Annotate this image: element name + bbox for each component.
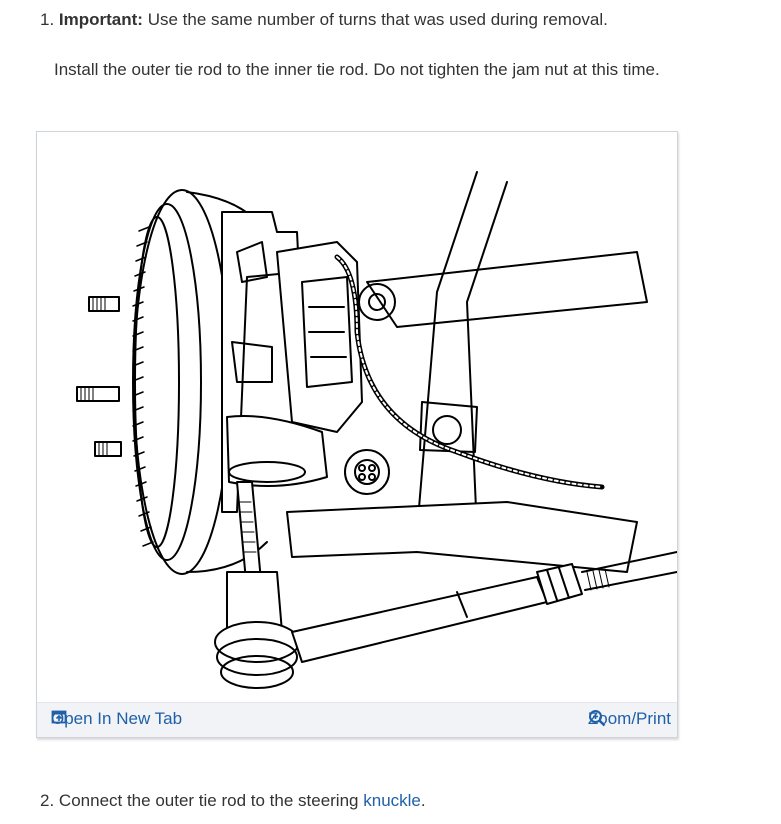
step-number: 1.: [40, 10, 55, 29]
figure-toolbar: Open In New Tab Zoom/Print: [37, 702, 677, 737]
open-in-new-tab-label: Open In New Tab: [51, 709, 183, 728]
step-2: 2. Connect the outer tie rod to the stee…: [40, 790, 426, 812]
step-1-instruction: Install the outer tie rod to the inner t…: [54, 60, 660, 79]
open-in-new-tab-button[interactable]: Open In New Tab: [51, 709, 182, 729]
zoom-print-button[interactable]: Zoom/Print: [588, 709, 671, 729]
knuckle-link[interactable]: knuckle: [363, 791, 421, 810]
step-2-period: .: [420, 791, 426, 810]
step-2-text: Connect the outer tie rod to the steerin…: [58, 791, 359, 810]
tie-rod-illustration: [76, 171, 677, 689]
step-number: 2.: [40, 791, 55, 810]
step-1: 1. Important: Use the same number of tur…: [40, 9, 608, 31]
magnifier-zoom-icon: [588, 710, 606, 727]
important-label: Important:: [58, 10, 143, 29]
open-in-new-tab-icon: [51, 710, 67, 724]
zoom-print-label: Zoom/Print: [587, 709, 671, 728]
important-text: Use the same number of turns that was us…: [147, 10, 608, 29]
figure-card: Open In New Tab Zoom/Print: [36, 131, 678, 738]
